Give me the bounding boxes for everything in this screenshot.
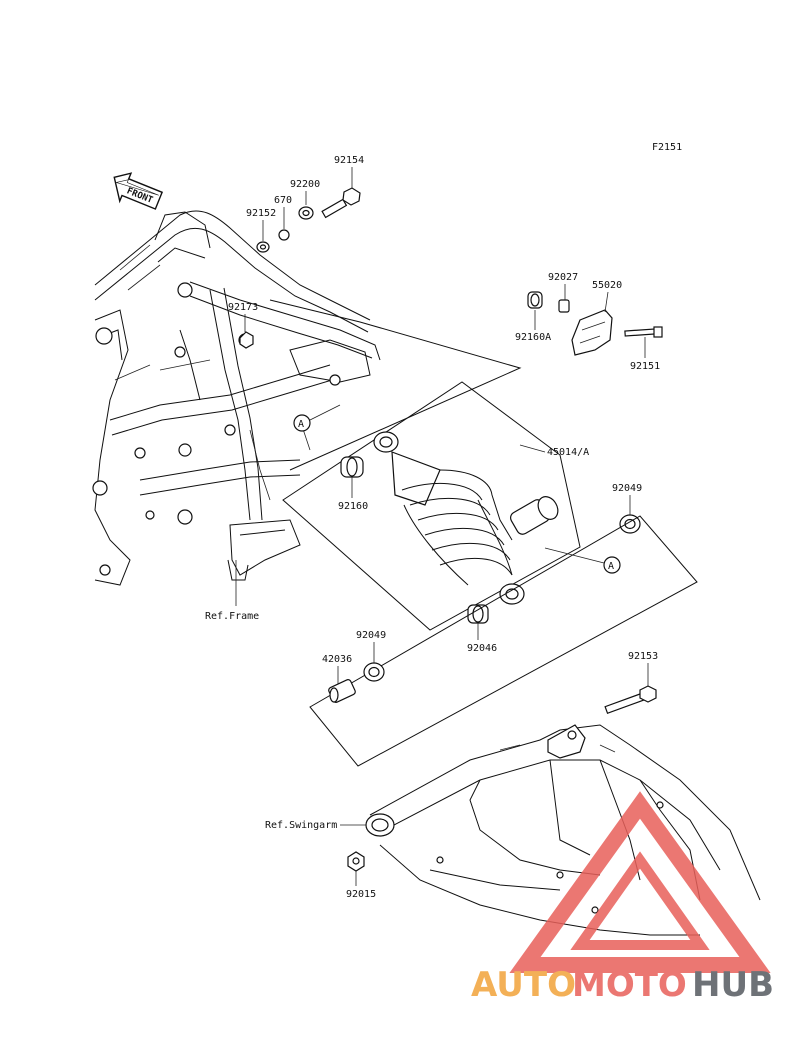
label-92027: 92027 xyxy=(548,272,578,283)
shock-group-outline xyxy=(282,381,581,631)
watermark-moto: MOTO xyxy=(572,965,687,1005)
bracket-55020 xyxy=(571,309,613,356)
watermark-hub: HUB xyxy=(692,965,774,1005)
label-92200: 92200 xyxy=(290,179,320,190)
label-45014A: 45014/A xyxy=(547,447,589,458)
label-92049-left: 92049 xyxy=(356,630,386,641)
label-92160: 92160 xyxy=(338,501,368,512)
label-92160A: 92160A xyxy=(515,332,551,343)
front-arrow-icon: FRONT xyxy=(113,172,164,210)
label-92173: 92173 xyxy=(228,302,258,313)
watermark-auto: AUTO xyxy=(471,965,576,1005)
nut-92015 xyxy=(347,851,365,872)
shock-absorber-45014A xyxy=(373,431,559,605)
collar-92027 xyxy=(558,299,570,313)
swingarm-drawing xyxy=(365,724,761,936)
label-92153: 92153 xyxy=(628,651,658,662)
label-42036: 42036 xyxy=(322,654,352,665)
label-92015: 92015 xyxy=(346,889,376,900)
label-92154: 92154 xyxy=(334,155,364,166)
svg-text:A: A xyxy=(298,419,304,430)
label-92049-right: 92049 xyxy=(612,483,642,494)
label-670: 670 xyxy=(274,195,292,206)
sleeve-42036 xyxy=(328,679,356,703)
figure-code: F2151 xyxy=(652,142,682,153)
seal-92049-right xyxy=(619,514,641,534)
callout-a-lower: A xyxy=(544,547,621,574)
bolt-92153 xyxy=(604,685,657,715)
label-55020: 55020 xyxy=(592,280,622,291)
label-92151: 92151 xyxy=(630,361,660,372)
ref-frame-label: Ref.Frame xyxy=(205,611,259,622)
automotohub-watermark-logo: AUTO MOTO HUB xyxy=(471,791,774,1005)
bolt-92151 xyxy=(624,326,663,338)
bolt-92154 xyxy=(321,187,361,219)
seal-92049-left xyxy=(363,662,385,682)
svg-text:A: A xyxy=(608,561,614,572)
collar-92160A xyxy=(527,291,543,309)
ref-swingarm-label: Ref.Swingarm xyxy=(265,820,337,831)
collar-92160 xyxy=(340,456,364,478)
collar-92046 xyxy=(467,604,489,624)
frame-drawing xyxy=(92,210,381,586)
label-92152: 92152 xyxy=(246,208,276,219)
callout-a-upper: A xyxy=(293,404,341,432)
lower-group-outline xyxy=(309,515,698,767)
upper-group-outline xyxy=(269,299,522,471)
label-92046: 92046 xyxy=(467,643,497,654)
